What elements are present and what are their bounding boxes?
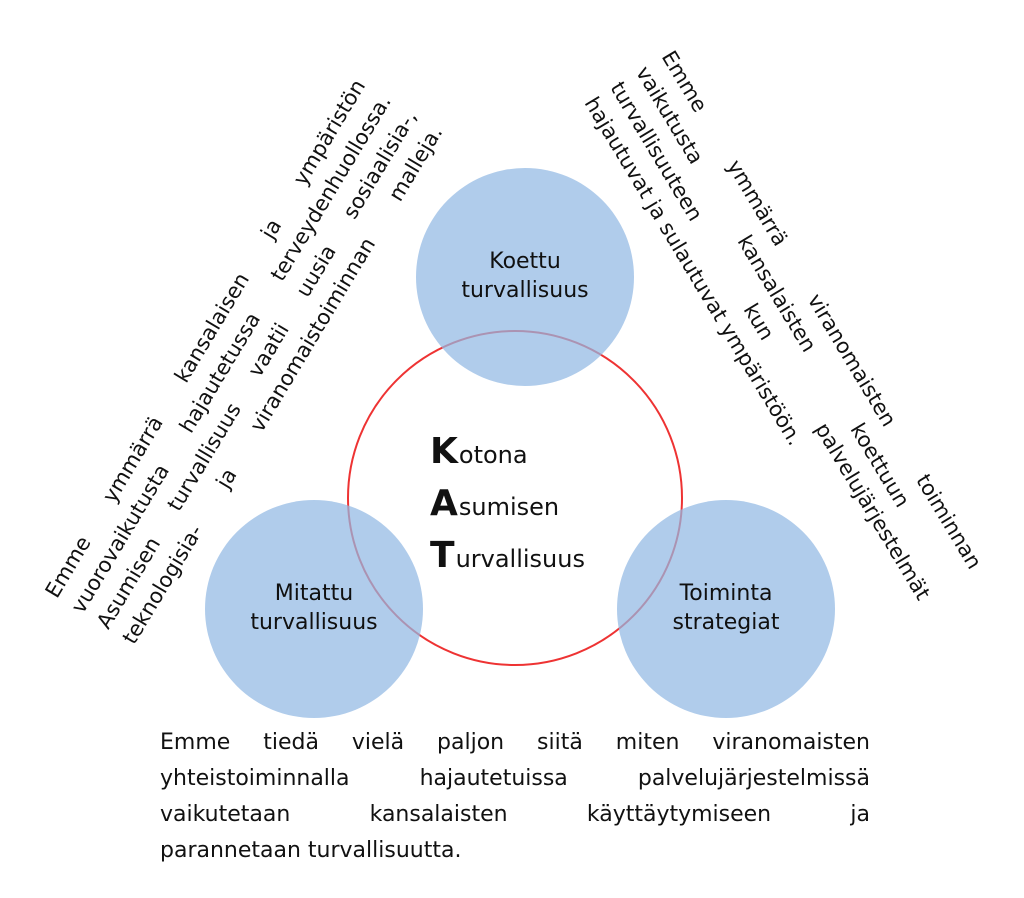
bubble-mitattu-turvallisuus: Mitattu turvallisuus xyxy=(205,500,423,718)
kat-line-asumisen: A sumisen xyxy=(430,477,650,529)
kat-rest-t: urvallisuus xyxy=(455,545,585,573)
bottom-line-2: yhteistoiminnalla hajautetuissa palveluj… xyxy=(160,766,870,791)
bubble-toiminta-strategiat: Toiminta strategiat xyxy=(617,500,835,718)
bubble-right-line-2: strategiat xyxy=(672,610,780,635)
kat-line-turvallisuus: T urvallisuus xyxy=(430,529,650,581)
kat-cap-k: K xyxy=(430,431,458,472)
kat-rest-a: sumisen xyxy=(458,493,560,521)
kat-title: K otona A sumisen T urvallisuus xyxy=(430,425,650,581)
kat-cap-t: T xyxy=(430,535,455,576)
kat-line-kotona: K otona xyxy=(430,425,650,477)
bottom-paragraph: Emme tiedä vielä paljon siitä miten vira… xyxy=(160,725,870,869)
bottom-line-4: parannetaan turvallisuutta. xyxy=(160,838,462,863)
bubble-top-line-1: Koettu xyxy=(489,249,561,275)
kat-cap-a: A xyxy=(430,483,458,524)
bubble-koettu-turvallisuus: Koettu turvallisuus xyxy=(416,168,634,386)
bottom-line-3: vaikutetaan kansalaisten käyttäytymiseen… xyxy=(160,802,870,827)
bubble-right-line-1: Toiminta xyxy=(679,581,773,607)
bubble-left-line-2: turvallisuus xyxy=(250,610,378,635)
kat-rest-k: otona xyxy=(458,441,528,469)
bottom-line-1: Emme tiedä vielä paljon siitä miten vira… xyxy=(160,730,870,755)
bubble-left-line-1: Mitattu xyxy=(274,581,354,607)
bubble-top-line-2: turvallisuus xyxy=(461,278,589,303)
